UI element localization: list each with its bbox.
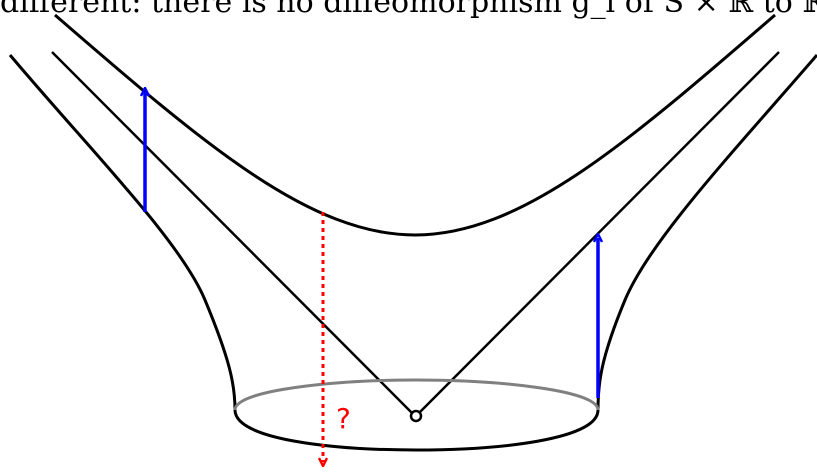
outer-right-curve	[596, 54, 817, 411]
clipped-caption-text: different: there is no diffeomorphism g_…	[0, 0, 817, 20]
ellipse-front-arc	[233, 409, 600, 452]
ellipse-back-arc	[233, 378, 600, 411]
outer-left-curve	[8, 54, 237, 411]
inner-upper-curve	[54, 13, 776, 237]
left-diagonal-line	[51, 51, 414, 415]
question-mark-label: ?	[336, 402, 351, 435]
origin-point	[409, 409, 423, 423]
